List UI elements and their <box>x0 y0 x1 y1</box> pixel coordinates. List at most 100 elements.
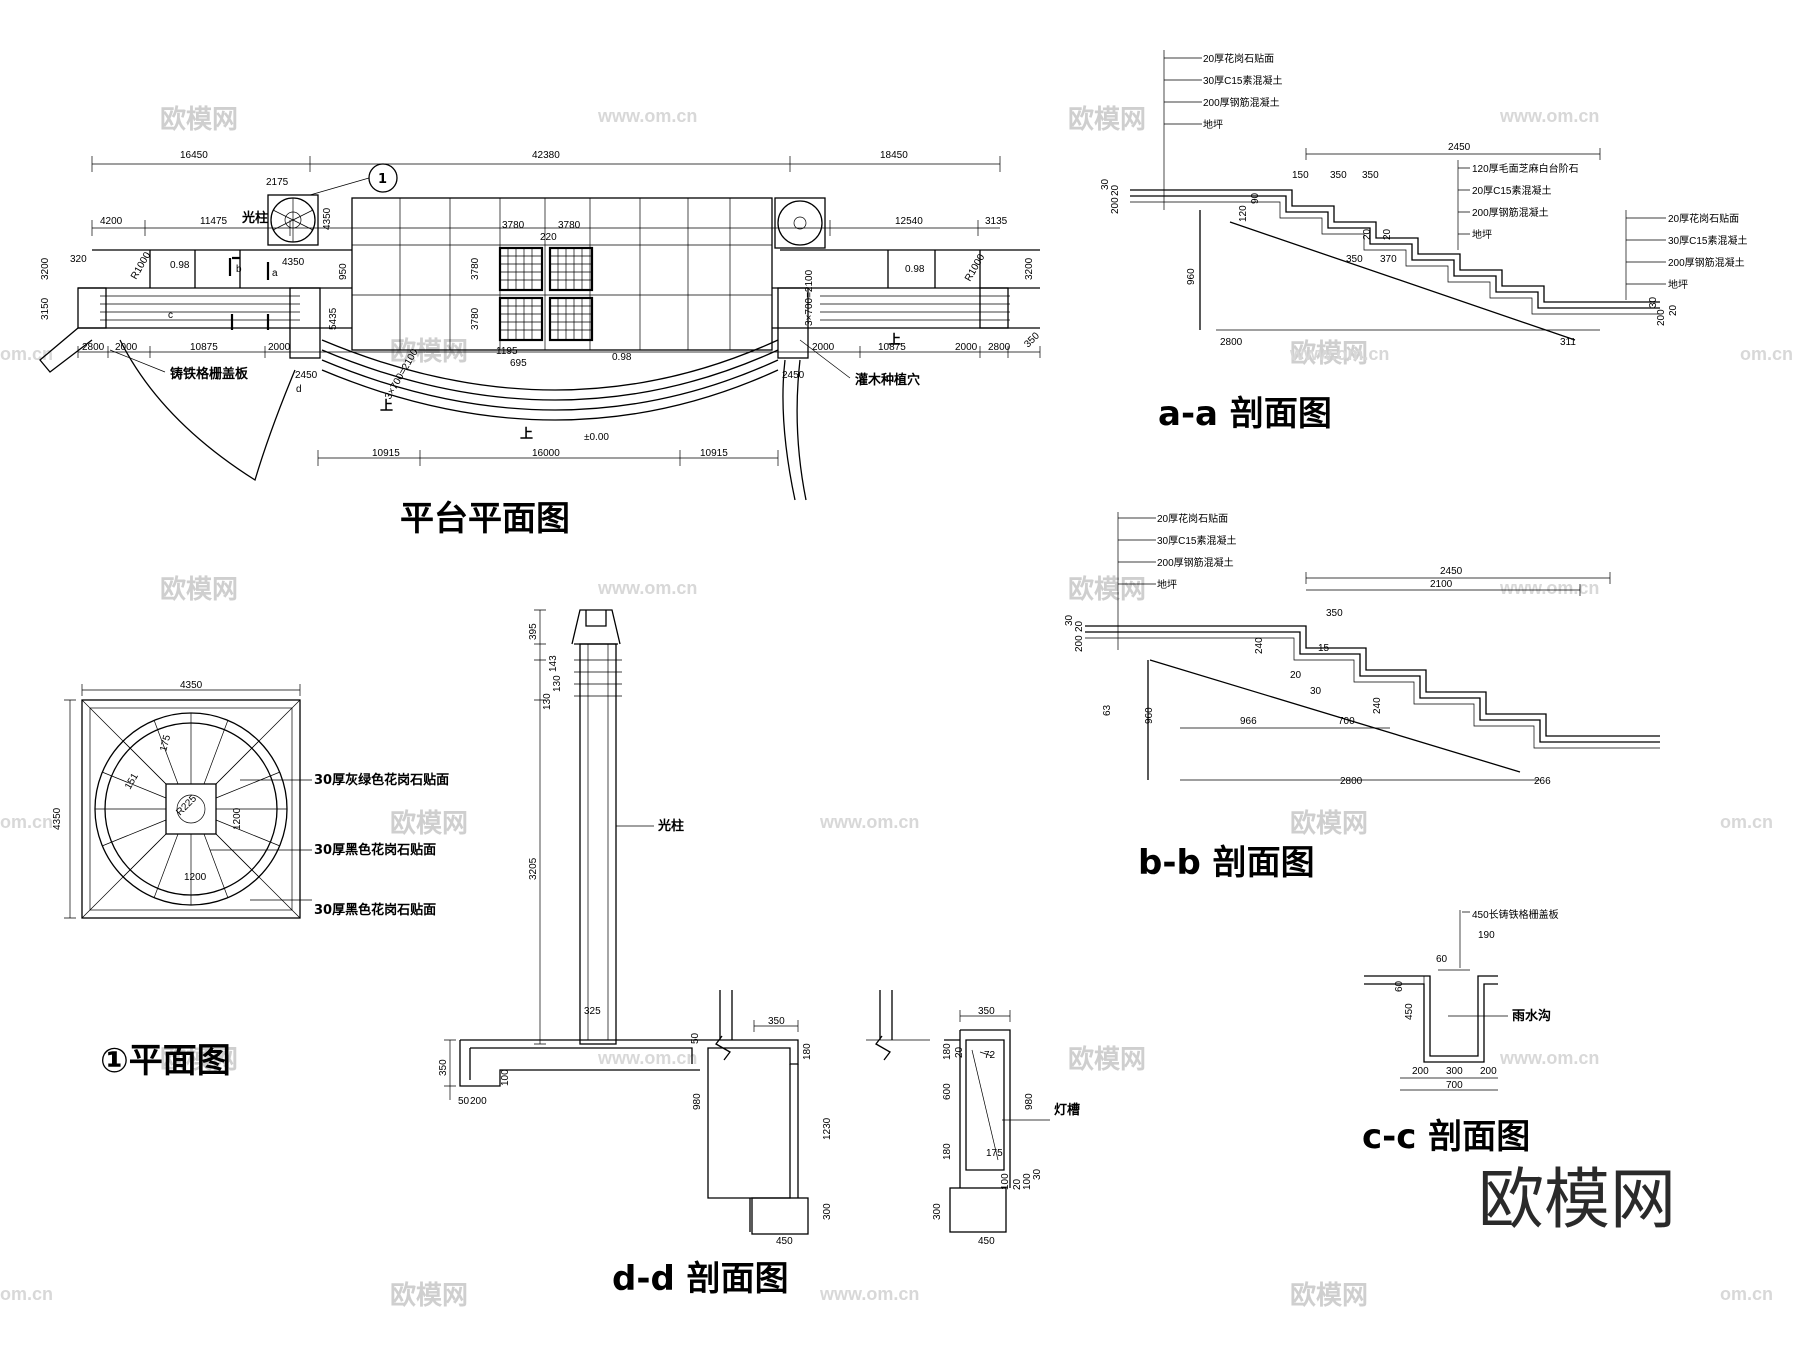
watermark-url-edge: om.cn <box>1720 1284 1773 1304</box>
dim-label: 600 <box>942 1083 953 1100</box>
layer-label: 200厚钢筋混凝土 <box>1472 206 1549 219</box>
title-p1: ①平面图 <box>100 1041 231 1081</box>
watermark-url: www.om.cn <box>597 1048 697 1068</box>
watermark-url-edge: om.cn <box>0 812 53 832</box>
dim-label: 320 <box>70 254 87 265</box>
callout-number: 1 <box>378 172 387 187</box>
dim-label: 450 <box>978 1236 995 1247</box>
dim-label: 3780 <box>502 220 525 231</box>
dim-label: 3205 <box>528 857 539 880</box>
dim-label: 350 <box>1362 170 1379 181</box>
watermark-cn: 欧模网 <box>1290 1280 1368 1311</box>
dim-label: 3200 <box>40 257 51 280</box>
dim-label: 4350 <box>282 257 305 268</box>
dim-label: 695 <box>510 358 527 369</box>
dim-label: 300 <box>822 1203 833 1220</box>
dim-label: 10875 <box>190 342 218 353</box>
dim-label: 10915 <box>372 448 400 459</box>
dim-label: 1200 <box>232 807 243 830</box>
dim-label: 960 <box>1144 707 1155 724</box>
slope-label: 0.98 <box>612 352 632 363</box>
title-cc: c-c 剖面图 <box>1362 1117 1530 1157</box>
layer-label: 地坪 <box>1157 578 1177 591</box>
dim-label: 5435 <box>328 307 339 330</box>
shrub-label: 灌木种植穴 <box>855 372 920 388</box>
dim-label: 20 <box>954 1046 965 1058</box>
section-bb: 20厚花岗石贴面 30厚C15素混凝土 200厚钢筋混凝土 地坪 2450 21… <box>1064 512 1660 883</box>
dim-label: 2000 <box>955 342 978 353</box>
dim-label: 100 <box>500 1069 511 1086</box>
watermark-url: www.om.cn <box>819 1284 919 1304</box>
dim-label: 450 <box>1404 1003 1415 1020</box>
layer-label: 200厚钢筋混凝土 <box>1203 96 1280 109</box>
dim-label: 350 <box>438 1059 449 1076</box>
dim-label: R1000 <box>963 252 987 283</box>
dim-label: 200 <box>1412 1066 1429 1077</box>
dim-label: 30 <box>1648 296 1659 308</box>
dim-label: 700 <box>1446 1080 1463 1091</box>
dim-label: 120 <box>1238 205 1249 222</box>
dim-label: 10915 <box>700 448 728 459</box>
dim-label: 20 <box>1012 1178 1023 1190</box>
section-mark-c: c <box>168 310 173 321</box>
title-aa: a-a 剖面图 <box>1158 394 1332 434</box>
dim-label: 180 <box>802 1043 813 1060</box>
section-aa: 20厚花岗石贴面 30厚C15素混凝土 200厚钢筋混凝土 地坪 2800 31… <box>1100 50 1747 434</box>
dim-label: 20 <box>1382 228 1393 240</box>
watermark-cn: 欧模网 <box>1068 574 1146 605</box>
dim-label: 350 <box>1330 170 1347 181</box>
dim-label: 2800 <box>1220 337 1243 348</box>
watermark-cn: 欧模网 <box>160 104 238 135</box>
dim-label: 130 <box>552 675 563 692</box>
dim-label: 1200 <box>184 872 207 883</box>
dd-column-label: 光柱 <box>657 818 684 834</box>
dim-label: 20 <box>1362 228 1373 240</box>
dim-label: 370 <box>1380 254 1397 265</box>
dim-label: 395 <box>528 623 539 640</box>
dd-lamp-label: 灯槽 <box>1054 1102 1080 1118</box>
dim-label: 2000 <box>812 342 835 353</box>
dim-label: 190 <box>1478 930 1495 941</box>
watermark-cn: 欧模网 <box>390 336 468 367</box>
dim-label: 960 <box>1186 268 1197 285</box>
section-mark-d: d <box>296 384 302 395</box>
dim-label: 130 <box>542 693 553 710</box>
dim-label: 950 <box>338 263 349 280</box>
dim-label: 311 <box>1560 337 1576 348</box>
dim-label: 16450 <box>180 150 208 161</box>
watermarks: 欧模网 www.om.cn 欧模网 www.om.cn 欧模网 欧模网 www.… <box>0 104 1793 1311</box>
dim-label: 2000 <box>115 342 138 353</box>
dim-label: 980 <box>692 1093 703 1110</box>
section-cc: 450长铸铁格栅盖板 60 190 60 450 雨水沟 200 300 200… <box>1362 908 1559 1157</box>
grate-squares <box>498 246 594 342</box>
dim-label: 15 <box>1318 643 1330 654</box>
dim-label: 20 <box>1110 184 1121 196</box>
slope-label: 0.98 <box>905 264 925 275</box>
dim-label: 100 <box>1022 1173 1033 1190</box>
layer-label: 30厚C15素混凝土 <box>1157 534 1236 547</box>
dim-label: 350 <box>1346 254 1363 265</box>
dim-label: 700 <box>1338 716 1355 727</box>
dim-label: 1195 <box>496 346 518 357</box>
dim-label: 42380 <box>532 150 560 161</box>
layer-label: 20厚C15素混凝土 <box>1472 184 1551 197</box>
dim-label: 72 <box>984 1050 996 1061</box>
dim-label: 180 <box>942 1043 953 1060</box>
stair-label: 3×700=2100 <box>804 269 815 326</box>
watermark-url: www.om.cn <box>1499 106 1599 126</box>
dim-label: 30 <box>1032 1168 1043 1180</box>
p1-label: 30厚黑色花岗石贴面 <box>314 902 436 918</box>
dim-label: 10875 <box>878 342 906 353</box>
section-mark-b: b <box>236 264 242 275</box>
watermark-url-edge: om.cn <box>0 1284 53 1304</box>
dim-label: 350 <box>1022 330 1042 350</box>
layer-label: 地坪 <box>1668 278 1688 291</box>
grate-label: 铸铁格栅盖板 <box>170 366 249 382</box>
dim-label: 50 <box>458 1096 470 1107</box>
dim-label: 240 <box>1372 697 1383 714</box>
layer-label: 200厚钢筋混凝土 <box>1157 556 1234 569</box>
layer-label: 30厚C15素混凝土 <box>1668 234 1747 247</box>
dim-label: 3780 <box>470 307 481 330</box>
layer-label: 30厚C15素混凝土 <box>1203 74 1282 87</box>
dim-label: 240 <box>1254 637 1265 654</box>
